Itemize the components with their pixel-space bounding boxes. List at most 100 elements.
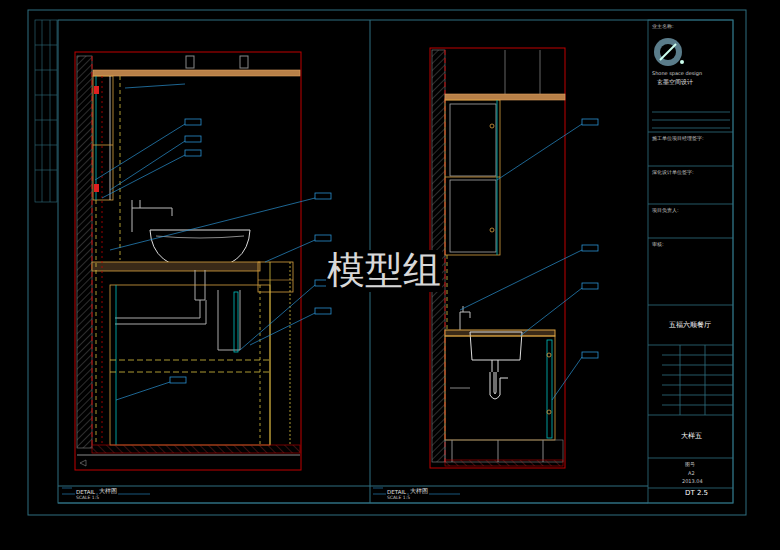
mirror-cabinet	[93, 76, 120, 260]
floor-slab-part	[92, 445, 300, 453]
callout-leaders-part	[125, 84, 185, 88]
right-floor-part	[498, 440, 499, 462]
wall-cabinet-part	[445, 177, 500, 178]
vanity-cabinet-part	[270, 262, 271, 445]
ceiling-grid	[445, 50, 565, 100]
countertop-part	[92, 262, 260, 271]
floor-slab-part	[80, 460, 86, 466]
countertop	[92, 262, 293, 292]
drain-pipe-part	[218, 290, 240, 350]
vanity-cabinet-part	[96, 200, 97, 445]
drain-pipe-part	[115, 300, 206, 324]
sheet-frame-part	[28, 10, 746, 515]
callout-leaders-part	[95, 124, 185, 180]
title-block	[648, 20, 733, 503]
drain-pipe	[115, 270, 240, 350]
ceiling-grid-part	[445, 94, 565, 100]
revision-strip-part	[50, 20, 51, 202]
sheet-frame-part	[58, 20, 733, 503]
wall-cabinet-part	[497, 100, 498, 255]
company-logo-part	[660, 44, 676, 60]
callout-leaders-part	[520, 288, 582, 336]
title-block-field: 施工单位项目经理签字:	[651, 136, 705, 142]
mirror-cabinet-part	[93, 76, 113, 200]
revision-strip-part	[35, 120, 57, 121]
base-cabinet-part	[547, 353, 551, 357]
company-slogan: Shone space design	[651, 71, 703, 77]
callout-box-part	[582, 245, 598, 251]
countertop-part	[258, 280, 293, 281]
wall-cabinet-part	[490, 228, 494, 232]
company-logo-part	[660, 44, 676, 60]
title-block-part	[648, 204, 733, 205]
sheet-label: 图号	[684, 462, 696, 468]
title-block-part	[648, 415, 733, 416]
title-block-part	[662, 365, 733, 366]
title-block-part	[662, 385, 733, 386]
base-cabinet	[445, 336, 555, 440]
left-wall-hatch-part	[77, 56, 92, 448]
scale-note: SCALE 1:5	[386, 496, 411, 501]
callout-leaders-part	[116, 382, 170, 400]
base-cabinet-part	[547, 410, 551, 414]
vanity-cabinet-part	[102, 76, 103, 445]
vanity-cabinet-part	[234, 292, 238, 352]
vanity-cabinet-part	[116, 285, 117, 445]
base-cabinet-part	[445, 336, 555, 440]
drawing-number: DT 2.5	[684, 490, 709, 498]
right-floor	[445, 440, 563, 466]
project-name: 五福六顺餐厅	[668, 322, 712, 330]
title-block-field: 项目负责人:	[651, 208, 680, 214]
revision-strip-part	[35, 170, 57, 171]
drawing-title: 大样五	[680, 433, 703, 441]
detail-tag: DETAIL	[75, 489, 96, 495]
title-block-part	[705, 345, 706, 415]
title-block-field: 深化设计单位签字:	[651, 170, 695, 176]
sink-part	[490, 372, 508, 399]
title-underline-part	[62, 488, 72, 489]
company-logo	[654, 38, 684, 66]
title-block-part	[648, 132, 733, 133]
base-cabinet-part	[547, 340, 552, 438]
wall-cabinet-part	[447, 255, 448, 330]
company-logo-part	[654, 38, 682, 66]
vanity-cabinet-part	[260, 285, 261, 445]
vanity-cabinet	[96, 76, 290, 445]
title-block-part	[652, 128, 730, 129]
title-block-part	[648, 20, 733, 503]
ceiling-grid-part	[505, 50, 506, 95]
revision-strip	[35, 20, 57, 202]
company-name: 玄墨空间设计	[656, 79, 694, 86]
callout-leaders-part	[240, 285, 315, 350]
base-cabinet-part	[450, 388, 470, 389]
title-block-part	[648, 238, 733, 239]
right-floor-part	[445, 440, 563, 462]
title-block-part	[662, 375, 733, 376]
ceiling-band-part	[93, 70, 300, 76]
wall-cabinet-part	[450, 180, 496, 252]
callout-box-part	[582, 119, 598, 125]
sink-part	[492, 360, 498, 372]
mirror-cabinet-part	[93, 145, 113, 146]
callout-leaders-part	[497, 124, 582, 180]
faucet-part	[132, 200, 172, 232]
title-block-part	[648, 305, 733, 306]
callout-box-part	[582, 283, 598, 289]
title-block-part	[662, 355, 733, 356]
title-block-part	[648, 345, 733, 346]
ceiling-band-part	[240, 56, 248, 68]
title-block-part	[662, 395, 733, 396]
title-block-part	[648, 458, 733, 459]
countertop-part	[258, 262, 293, 292]
wall-cabinet	[445, 100, 500, 330]
sheet-frame-part	[58, 486, 648, 487]
mirror-cabinet-part	[96, 76, 97, 200]
mirror-cabinet-part	[110, 76, 111, 200]
title-block-part	[652, 112, 730, 113]
ceiling-band	[93, 56, 300, 76]
right-floor-part	[543, 440, 544, 462]
revision-strip-part	[35, 70, 57, 71]
vanity-cabinet-part	[110, 360, 270, 361]
left-wall-hatch	[77, 56, 92, 448]
ceiling-band-part	[186, 56, 194, 68]
